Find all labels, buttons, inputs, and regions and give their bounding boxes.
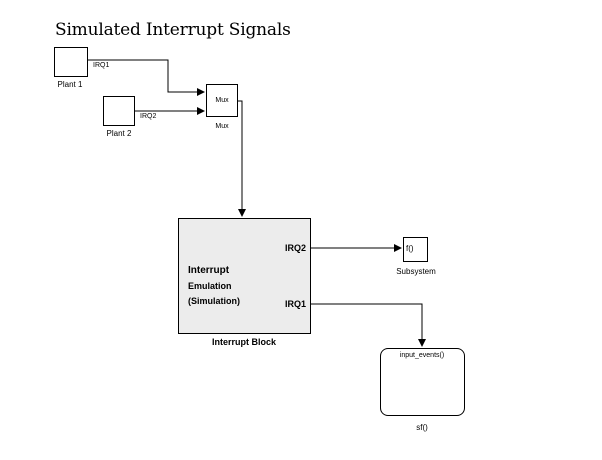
chart-block-text: input_events() [399,352,445,359]
mux-block-text: Mux [215,97,229,104]
plant-1-label: Plant 1 [57,80,83,89]
plant-1-block[interactable] [54,47,88,77]
mux-label: Mux [215,123,229,130]
stateflow-chart-block[interactable] [380,348,465,416]
port-label-irq2: IRQ2 [285,243,307,253]
plant-2-label: Plant 2 [106,129,132,138]
page-title: Simulated Interrupt Signals [55,20,291,40]
signal-line-irq1-out[interactable] [311,303,426,347]
subsystem-block[interactable] [403,237,428,262]
subsystem-label: Subsystem [396,267,436,276]
interrupt-block-text-line-3: (Simulation) [188,296,240,306]
interrupt-block-text-line-2: Emulation [188,281,232,291]
mux-block[interactable] [206,84,238,117]
signal-line-irq1[interactable] [88,59,205,96]
signal-line-mux-out[interactable] [238,100,246,217]
signal-label-irq1: IRQ1 [93,62,110,69]
plant-2-block[interactable] [103,96,135,126]
interrupt-block[interactable] [178,218,311,334]
subsystem-block-text: f() [406,244,414,253]
port-label-irq1: IRQ1 [285,299,307,309]
interrupt-block-label: Interrupt Block [211,337,277,347]
chart-label: sf() [416,423,428,432]
interrupt-block-text-line-1: Interrupt [188,265,230,276]
signal-label-irq2: IRQ2 [140,113,157,120]
